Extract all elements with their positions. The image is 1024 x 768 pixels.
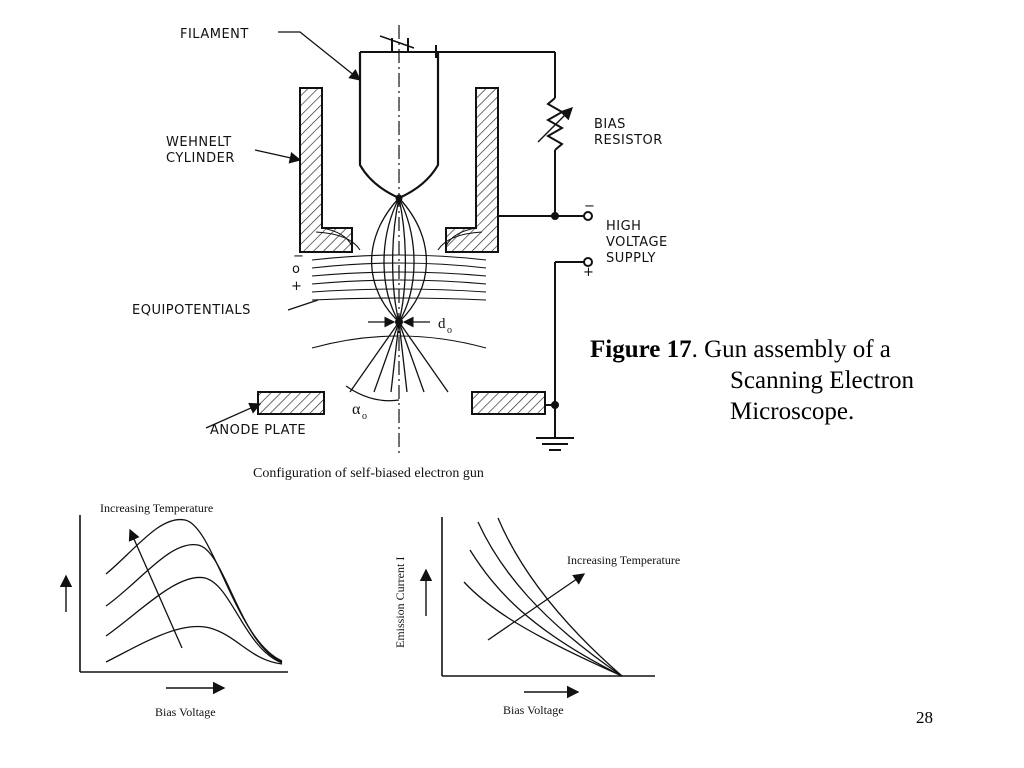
wehnelt-label-line2: CYLINDER: [166, 151, 235, 166]
right-graph-ylabel: Emission Current I: [393, 557, 407, 648]
gun-labels: FILAMENT WEHNELT CYLINDER BIAS RESISTOR …: [132, 27, 668, 481]
bias-junction-dot: [551, 212, 559, 220]
page-number: 28: [916, 708, 933, 727]
bias-resistor-arrow: [537, 107, 573, 143]
wehnelt-right-wall: [445, 87, 499, 253]
right-graph-annotation: Increasing Temperature: [567, 553, 680, 567]
crossover-dot: [395, 318, 403, 326]
figure-caption: Figure 17. Gun assembly of a Scanning El…: [590, 334, 1010, 427]
electron-gun-diagram: [205, 25, 593, 455]
wehnelt-left-wall: [299, 87, 353, 253]
left-curve-3: [105, 544, 283, 663]
caption-line1: . Gun assembly of a: [691, 336, 891, 363]
caption-line3: Microscope.: [730, 398, 855, 425]
left-graph-xlabel: Bias Voltage: [155, 705, 216, 719]
bias-label-line2: RESISTOR: [594, 133, 663, 148]
right-curve-2: [469, 549, 623, 677]
hv-label-line2: VOLTAGE: [606, 235, 668, 250]
equipotential-lines: [311, 227, 487, 349]
wehnelt-label-line1: WEHNELT: [166, 135, 232, 150]
right-curve-1: [463, 581, 623, 677]
d0-subscript: o: [447, 325, 452, 336]
filament-leader: [278, 31, 362, 81]
anode-plate-right: [471, 391, 546, 415]
anode-leader: [205, 402, 262, 429]
alpha0-arc: [345, 385, 400, 402]
filament-label: FILAMENT: [180, 27, 249, 42]
left-temperature-arrow: [128, 528, 183, 649]
filament-tick-3: [379, 35, 415, 49]
bias-label-line1: BIAS: [594, 117, 626, 132]
alpha0-label: α: [352, 401, 361, 418]
right-curve-3: [477, 521, 623, 677]
equipotential-leader: [287, 299, 319, 311]
left-curve-2: [105, 576, 283, 664]
hv-label-line1: HIGH: [606, 219, 641, 234]
figure-label: Figure 17: [590, 336, 692, 363]
d0-label: d: [438, 316, 446, 332]
right-emission-graph: [419, 517, 655, 699]
right-curve-4: [497, 517, 623, 677]
wehnelt-leader: [254, 149, 302, 164]
hv-minus-sign: −: [584, 199, 595, 214]
equipotentials-label: EQUIPOTENTIALS: [132, 303, 251, 318]
anode-plate-left: [257, 391, 325, 415]
left-emission-graph: [59, 515, 288, 695]
hv-plus-sign: +: [583, 265, 594, 280]
alpha0-subscript: o: [362, 411, 367, 422]
side-minus-sign: −: [293, 249, 304, 264]
config-caption: Configuration of self-biased electron gu…: [253, 466, 484, 481]
left-curve-4: [105, 518, 283, 662]
caption-line2: Scanning Electron: [730, 367, 914, 394]
side-plus-sign: +: [291, 279, 302, 294]
right-temperature-arrow: [487, 573, 586, 641]
left-curve-1: [105, 625, 283, 665]
hv-terminal-minus: [583, 211, 593, 221]
side-o-sign: o: [292, 262, 300, 277]
filament-tip-dot: [395, 194, 403, 202]
left-graph-annotation: Increasing Temperature: [100, 501, 213, 515]
right-graph-xlabel: Bias Voltage: [503, 703, 564, 717]
hv-label-line3: SUPPLY: [606, 251, 656, 266]
bias-resistor: [545, 97, 565, 151]
anode-label: ANODE PLATE: [210, 423, 306, 438]
